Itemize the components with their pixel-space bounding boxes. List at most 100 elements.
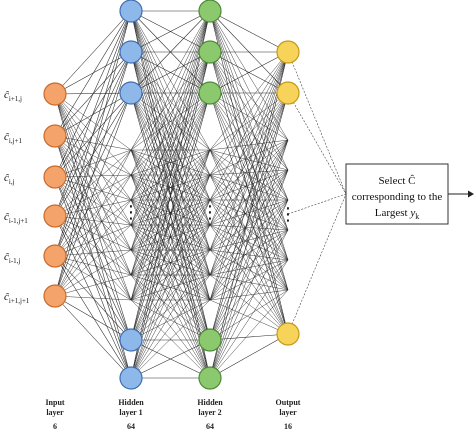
connection-line [130, 92, 211, 276]
connection-line [130, 274, 211, 341]
connection-line [209, 51, 289, 201]
connection-line [209, 169, 289, 176]
connection-line [130, 224, 211, 379]
connection-line [209, 199, 289, 335]
input-label: ĉi,j+1 [4, 131, 22, 145]
connection-line [54, 135, 132, 341]
selection-box-line3: Largest yk [375, 207, 419, 221]
hidden2-neuron [198, 366, 222, 390]
ellipsis-mark: ⋮ [201, 202, 219, 223]
hidden1-neuron [119, 40, 143, 64]
connection-line [54, 199, 132, 257]
connection-line [130, 10, 211, 94]
connection-line [209, 199, 289, 379]
connection-line [130, 274, 211, 301]
connection-line [130, 51, 211, 379]
connection-line [54, 295, 132, 301]
connection-line [54, 135, 132, 226]
connection-line [54, 255, 132, 301]
connection-line [209, 51, 289, 261]
connection-line [54, 93, 132, 201]
connection-line [209, 139, 289, 341]
connection-line [130, 339, 211, 379]
selection-box-line3-prefix: Largest [375, 207, 411, 219]
input-label: ĉi+1,j+1 [4, 291, 30, 305]
connection-line [209, 51, 289, 171]
connection-line [130, 274, 211, 379]
connection-line [209, 10, 289, 53]
layer-size: 64 [127, 422, 135, 431]
connection-line [54, 249, 132, 257]
connection-line [54, 10, 132, 217]
connection-line [130, 10, 211, 176]
connection-line [130, 51, 211, 151]
input-labels: ĉi+1,jĉi,j+1ĉi,jĉi-1,j+1ĉi-1,jĉi+1,j+1 [4, 89, 30, 305]
ellipses: ⋮⋮⋮ [122, 202, 297, 225]
connection-line [209, 139, 289, 151]
connection-line [209, 199, 289, 276]
connection-line [54, 93, 132, 301]
layer-title-line1: Output [276, 398, 301, 407]
connection-line [130, 10, 211, 53]
connection-line [209, 139, 289, 176]
connection-line [130, 249, 211, 341]
connection-line [209, 199, 289, 291]
connection-line [209, 229, 289, 301]
input-neuron [43, 284, 67, 308]
connection-line [54, 92, 132, 297]
hidden2-neuron [198, 81, 222, 105]
input-label: ĉi-1,j+1 [4, 211, 28, 225]
connection-line [209, 92, 289, 335]
layer-size: 16 [284, 422, 292, 431]
hidden2-neuron [198, 0, 222, 23]
connection-line [54, 10, 132, 137]
connection-line [54, 199, 132, 297]
layer-size: 6 [53, 422, 57, 431]
connection-line [209, 92, 289, 141]
connection-line [130, 10, 211, 151]
connection-line [130, 92, 211, 251]
connection-line [130, 92, 211, 176]
ellipsis-mark: ⋮ [279, 204, 297, 225]
connection-line [209, 92, 289, 341]
input-label: ĉi,j [4, 172, 15, 186]
connection-line [54, 149, 132, 257]
connection-line [209, 224, 289, 291]
connection-line [209, 229, 289, 276]
connection-line [54, 93, 132, 276]
connection-line [209, 139, 289, 301]
connection-line [209, 139, 289, 251]
connection-line [130, 149, 211, 341]
layer-title-line1: Hidden [197, 398, 223, 407]
connection-line [209, 51, 289, 291]
connection-line [209, 229, 289, 341]
connection-line [54, 135, 132, 379]
connection-line [209, 92, 289, 226]
connection-line [209, 92, 289, 276]
connection-line [209, 174, 289, 201]
output-to-box-line [287, 51, 347, 195]
selection-box-var: y [409, 207, 415, 219]
connection-line [209, 139, 289, 379]
connection-line [209, 289, 289, 341]
connection-line [209, 10, 289, 171]
input-label: ĉi-1,j [4, 251, 20, 265]
connection-line [209, 174, 289, 291]
connection-line [54, 135, 132, 176]
connection-line [209, 274, 289, 291]
connection-line [54, 174, 132, 217]
connection-line [130, 299, 211, 379]
connection-line [209, 229, 289, 379]
hidden1-neuron [119, 0, 143, 23]
connection-line [54, 135, 132, 151]
connection-line [54, 176, 132, 226]
connection-line [130, 92, 211, 301]
connection-line [209, 51, 289, 141]
connection-line [54, 93, 132, 341]
connection-line [209, 92, 289, 176]
connection-line [54, 215, 132, 301]
connection-line [209, 92, 289, 291]
connection-line [54, 295, 132, 341]
